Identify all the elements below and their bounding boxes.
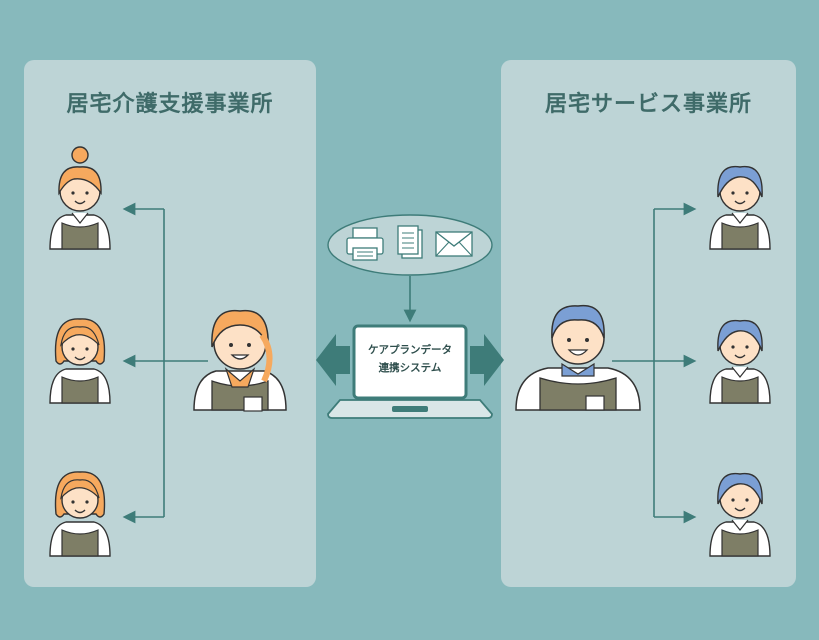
right-branch-connectors [612, 202, 697, 524]
left-branch-connectors [122, 202, 208, 524]
printer-icon [346, 227, 384, 261]
panel-title-care-support: 居宅介護支援事業所 [66, 92, 274, 117]
service-manager-icon [515, 304, 641, 411]
staff-person-icon [49, 318, 111, 404]
system-name-line2: 連携システム [378, 362, 442, 374]
staff-person-icon [49, 471, 111, 557]
system-name-line1: ケアプランデータ [368, 344, 452, 356]
laptop-icon [327, 324, 493, 419]
panel-title-service-provider: 居宅サービス事業所 [544, 92, 752, 117]
care-manager-icon [193, 309, 287, 412]
document-icon [397, 225, 423, 259]
mail-icon [435, 231, 473, 257]
right-transfer-arrow [470, 334, 504, 386]
left-transfer-arrow [316, 334, 350, 386]
